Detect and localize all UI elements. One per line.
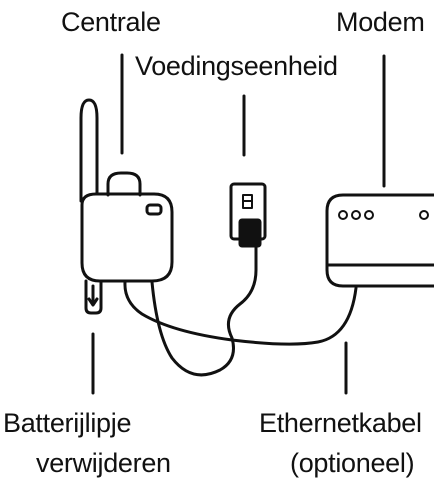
ethernet-cable bbox=[125, 282, 356, 344]
label-ethernet-line2: (optioneel) bbox=[290, 448, 414, 478]
power-plug bbox=[240, 220, 260, 246]
modem-led-4 bbox=[420, 211, 428, 219]
power-cable bbox=[152, 245, 256, 375]
label-ethernet-line1: Ethernetkabel bbox=[259, 408, 422, 438]
modem-body bbox=[327, 195, 434, 286]
label-modem: Modem bbox=[336, 7, 425, 37]
label-battery-tab-line1: Batterijlipje bbox=[3, 408, 131, 438]
label-power-supply: Voedingseenheid bbox=[135, 51, 338, 81]
label-hub: Centrale bbox=[61, 7, 161, 37]
hub-body bbox=[82, 194, 172, 281]
label-battery-tab-line2: verwijderen bbox=[36, 448, 171, 478]
modem-led-1 bbox=[339, 211, 347, 219]
hub-indicator-light bbox=[147, 205, 161, 214]
modem-led-2 bbox=[352, 211, 360, 219]
modem-led-3 bbox=[365, 211, 373, 219]
hub-top-cap bbox=[108, 173, 140, 195]
hub-antenna bbox=[81, 100, 97, 201]
